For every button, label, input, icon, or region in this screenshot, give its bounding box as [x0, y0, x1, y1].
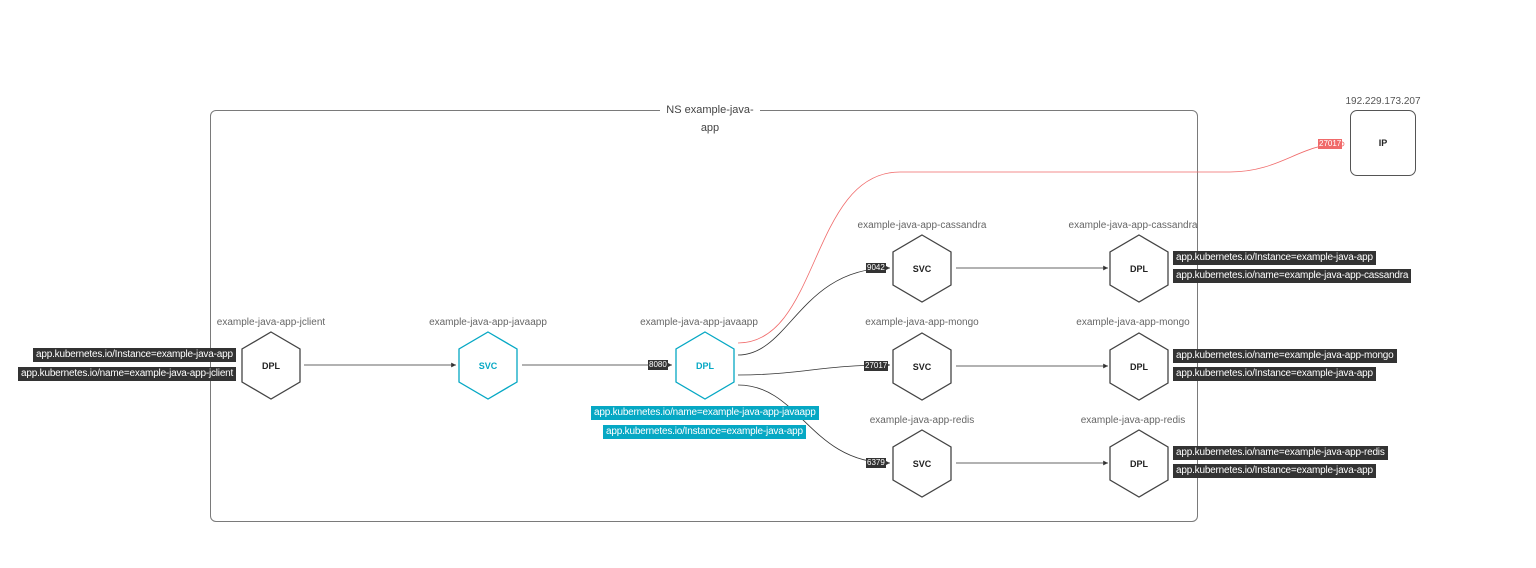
tag-jclient-name: app.kubernetes.io/name=example-java-app-…	[18, 367, 237, 381]
tag-cassandra-instance: app.kubernetes.io/Instance=example-java-…	[1173, 251, 1376, 265]
edge-javaapp-external-ip	[737, 143, 1341, 344]
port-javaapp: 8080	[648, 360, 668, 370]
hex-cassandra-dpl[interactable]: DPL	[1109, 234, 1169, 303]
title-mongo-svc: example-java-app-mongo	[865, 317, 979, 328]
title-jclient-dpl: example-java-app-jclient	[216, 317, 326, 328]
port-mongo: 27017	[864, 361, 889, 371]
hex-javaapp-svc[interactable]: SVC	[458, 331, 518, 400]
title-javaapp-dpl: example-java-app-javaapp	[640, 317, 758, 328]
title-redis-svc: example-java-app-redis	[869, 415, 975, 426]
title-cassandra-svc: example-java-app-cassandra	[857, 220, 987, 231]
hex-javaapp-dpl-kind: DPL	[696, 361, 715, 371]
hex-redis-dpl-kind: DPL	[1130, 459, 1149, 469]
tag-mongo-name: app.kubernetes.io/name=example-java-app-…	[1173, 349, 1397, 363]
hex-mongo-dpl[interactable]: DPL	[1109, 332, 1169, 401]
hex-redis-dpl[interactable]: DPL	[1109, 429, 1169, 498]
title-cassandra-dpl: example-java-app-cassandra	[1068, 220, 1198, 231]
edge-javaapp-cassandra	[737, 265, 891, 356]
edge-javaapp-redis	[737, 384, 891, 466]
hex-jclient-dpl[interactable]: DPL	[241, 331, 301, 400]
hex-redis-svc[interactable]: SVC	[892, 429, 952, 498]
hex-mongo-svc[interactable]: SVC	[892, 332, 952, 401]
tag-jclient-instance: app.kubernetes.io/Instance=example-java-…	[33, 348, 236, 362]
hex-cassandra-dpl-kind: DPL	[1130, 264, 1149, 274]
hex-javaapp-svc-kind: SVC	[479, 361, 498, 371]
port-redis: 6379	[866, 458, 886, 468]
ip-address: 192.229.173.207	[1345, 96, 1421, 107]
tag-redis-name: app.kubernetes.io/name=example-java-app-…	[1173, 446, 1388, 460]
tag-cassandra-name: app.kubernetes.io/name=example-java-app-…	[1173, 269, 1412, 283]
port-cassandra: 9042	[866, 263, 886, 273]
port-external: 27017	[1318, 139, 1343, 149]
tag-redis-instance: app.kubernetes.io/Instance=example-java-…	[1173, 464, 1376, 478]
title-javaapp-svc: example-java-app-javaapp	[429, 317, 547, 328]
hex-mongo-dpl-kind: DPL	[1130, 362, 1149, 372]
hex-mongo-svc-kind: SVC	[913, 362, 932, 372]
hex-jclient-dpl-kind: DPL	[262, 361, 281, 371]
hex-cassandra-svc-kind: SVC	[913, 264, 932, 274]
title-mongo-dpl: example-java-app-mongo	[1076, 317, 1190, 328]
ip-node-label: IP	[1378, 138, 1388, 148]
namespace-title: NS example-java-app	[660, 101, 760, 134]
ip-node[interactable]: IP	[1350, 110, 1416, 176]
hex-javaapp-dpl[interactable]: DPL	[675, 331, 735, 400]
title-redis-dpl: example-java-app-redis	[1080, 415, 1186, 426]
tag-javaapp-name: app.kubernetes.io/name=example-java-app-…	[591, 406, 819, 420]
tag-javaapp-instance: app.kubernetes.io/Instance=example-java-…	[603, 425, 806, 439]
hex-redis-svc-kind: SVC	[913, 459, 932, 469]
hex-cassandra-svc[interactable]: SVC	[892, 234, 952, 303]
tag-mongo-instance: app.kubernetes.io/Instance=example-java-…	[1173, 367, 1376, 381]
